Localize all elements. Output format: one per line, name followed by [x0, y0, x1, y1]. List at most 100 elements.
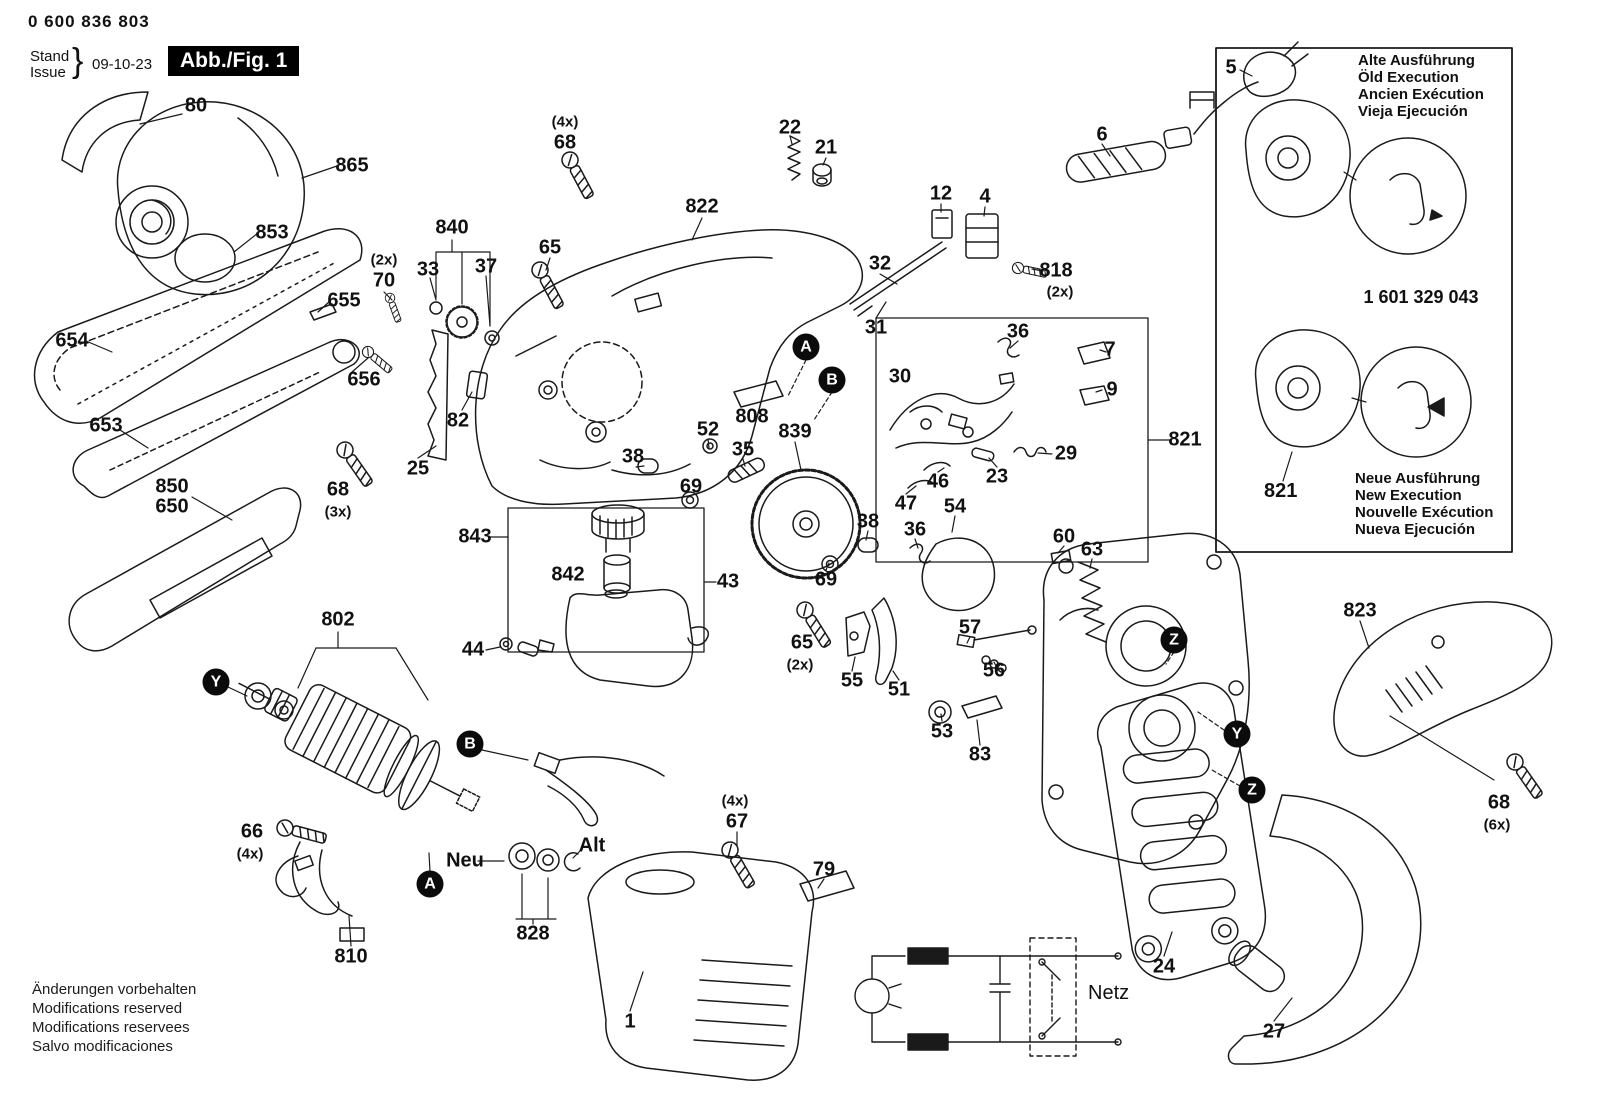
part-callout: 38 — [856, 510, 880, 533]
part-callout: 66 — [240, 820, 264, 843]
worm-shaft-35 — [727, 457, 766, 483]
part-callout: 69 — [814, 568, 838, 591]
part-callout: 4 — [979, 185, 991, 208]
carbon-brush-b — [533, 751, 665, 827]
part-callout: 60 — [1052, 525, 1076, 548]
part-callout: 24 — [1152, 955, 1176, 978]
part-callout: 82 — [446, 409, 470, 432]
part-callout: 840 — [435, 216, 469, 239]
part-callout: 842 — [551, 563, 585, 586]
text-line: Ancien Exécution — [1358, 86, 1484, 103]
inset-box — [1215, 47, 1513, 553]
part-callout: 12 — [929, 182, 953, 205]
part-callout: 30 — [888, 365, 912, 388]
part-callout: 37 — [474, 255, 498, 278]
part-callout: 828 — [516, 922, 550, 945]
part-callout: 51 — [887, 678, 911, 701]
brace-glyph: } — [72, 42, 84, 80]
power-plug-5 — [1193, 41, 1309, 135]
part-callout: Neu — [446, 849, 484, 872]
part-callout: 47 — [894, 492, 918, 515]
netz-label: Netz — [1088, 982, 1130, 1004]
ref-badge-z: Z — [1160, 626, 1188, 654]
part-callout: 68 — [1487, 791, 1511, 814]
clip-60 — [1050, 549, 1072, 565]
gear-wheel-839 — [750, 468, 862, 580]
part-callout: 31 — [864, 316, 888, 339]
brush-holder-9 — [1079, 385, 1110, 406]
sticker-808 — [733, 380, 784, 408]
bolt-23 — [971, 447, 995, 462]
part-callout: 35 — [731, 438, 755, 461]
part-callout: 822 — [685, 195, 719, 218]
part-callout: 650 — [155, 495, 189, 518]
part-callout: 69 — [679, 475, 703, 498]
part-callout: 55 — [840, 669, 864, 692]
washer-53 — [928, 700, 952, 724]
part-callout: 46 — [926, 470, 950, 493]
spring-22 — [787, 135, 801, 181]
oil-tank-43 — [565, 588, 710, 688]
ref-badge-a: A — [792, 333, 820, 361]
part-callout: 9 — [1106, 378, 1118, 401]
field-wiring-810 — [275, 841, 365, 942]
bracket-55 — [845, 611, 871, 657]
part-callout: 52 — [696, 418, 720, 441]
part-callout: 79 — [812, 858, 836, 881]
bearing-828 — [508, 842, 581, 872]
part-callout: 843 — [458, 525, 492, 548]
part-callout: 802 — [321, 608, 355, 631]
oil-tube-842 — [603, 554, 631, 594]
part-callout: 53 — [930, 720, 954, 743]
circuit-schematic — [854, 937, 1122, 1057]
text-line: Nueva Ejecución — [1355, 521, 1476, 538]
bracket-lines — [297, 239, 738, 925]
part-callout: 68 — [326, 478, 350, 501]
part-callout: 21 — [814, 136, 838, 159]
part-callout: 853 — [255, 221, 289, 244]
document-number: 0 600 836 803 — [28, 12, 150, 31]
part-callout: 6 — [1096, 123, 1108, 146]
sprocket-cover-865 — [115, 101, 305, 296]
part-callout: 655 — [327, 289, 361, 312]
lever-51 — [871, 597, 897, 686]
cord-sleeve-6 — [1065, 126, 1193, 183]
part-callout: 25 — [406, 457, 430, 480]
rear-cover-24 — [1097, 682, 1267, 981]
dashed-leaders — [787, 359, 1241, 787]
part-callout: 850 — [155, 475, 189, 498]
part-callout: 83 — [968, 743, 992, 766]
housing-left-822 — [474, 229, 863, 506]
pump-parts-44 — [499, 637, 555, 657]
plate-82 — [465, 370, 489, 400]
part-callout: 63 — [1080, 538, 1104, 561]
stand-label: Stand — [30, 48, 70, 65]
inset-old-drawing — [1244, 99, 1467, 255]
piston-57 — [956, 633, 976, 649]
inset-part-number: 1 601 329 043 — [1363, 287, 1479, 307]
ref-badge-y: Y — [202, 668, 230, 696]
switch-12 — [931, 209, 953, 239]
part-callout: (4x) — [551, 113, 579, 131]
inset-new-drawing — [1254, 329, 1472, 458]
part-callout: 65 — [790, 631, 814, 654]
part-callout: 5 — [1225, 56, 1237, 79]
part-callout: 68 — [553, 131, 577, 154]
part-callout: 33 — [416, 258, 440, 281]
part-callout: 36 — [1006, 320, 1030, 343]
part-callout: 56 — [982, 659, 1006, 682]
armature-motor-802 — [238, 682, 481, 813]
snap-ring-alt — [563, 852, 581, 872]
part-callout: 67 — [725, 810, 749, 833]
ref-badge-a: A — [416, 870, 444, 898]
part-callout: 65 — [538, 236, 562, 259]
part-callout: 43 — [716, 570, 740, 593]
label-strip-80 — [61, 91, 149, 173]
cable-clip — [1189, 91, 1215, 109]
wire-form-54 — [921, 537, 996, 612]
